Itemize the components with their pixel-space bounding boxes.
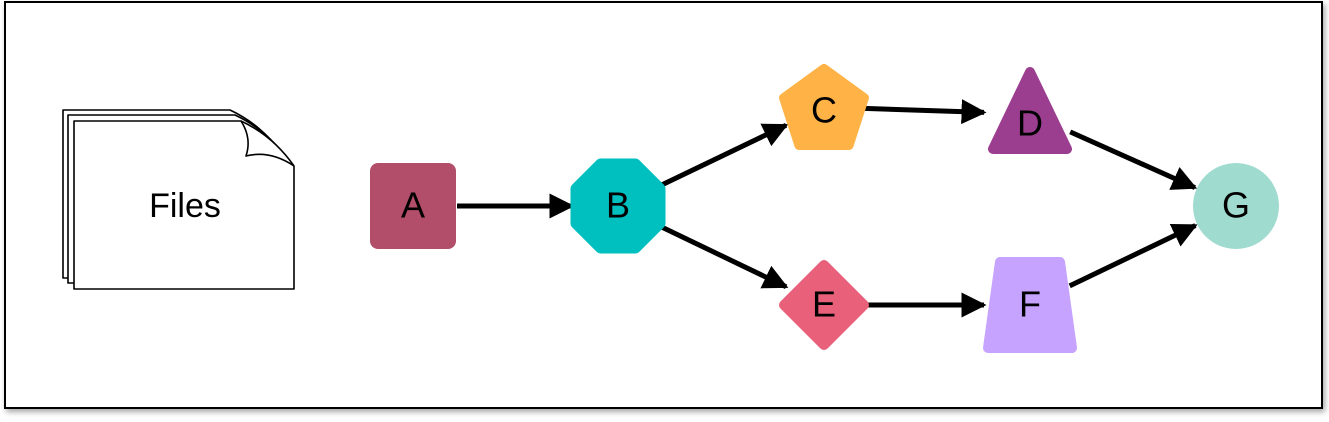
node-f-trapezoid-shape [983, 257, 1077, 353]
node-e-label: E [812, 284, 836, 325]
node-c[interactable]: C [779, 64, 869, 150]
edge-f-to-g [1068, 223, 1198, 289]
edges-layer [457, 99, 1198, 318]
node-d-label: D [1017, 103, 1043, 144]
node-g[interactable]: G [1193, 163, 1279, 249]
node-b-octagon-shape [570, 158, 666, 254]
node-f-label: F [1019, 284, 1041, 325]
node-b[interactable]: B [570, 158, 666, 254]
nodes-layer: A B C D E F G [370, 64, 1279, 353]
node-d-triangle-shape [988, 67, 1072, 154]
node-a-label: A [401, 185, 425, 226]
node-f[interactable]: F [983, 257, 1077, 353]
files-icon: Files [62, 109, 295, 290]
node-e[interactable]: E [779, 260, 869, 350]
node-c-label: C [811, 90, 837, 131]
node-b-label: B [606, 185, 630, 226]
file-sheet-front [73, 120, 295, 290]
node-a[interactable]: A [370, 163, 456, 249]
file-page-fold [240, 120, 295, 167]
edge-b-to-c [656, 122, 789, 190]
node-g-circle-shape [1193, 163, 1279, 249]
node-d[interactable]: D [988, 67, 1072, 154]
edge-b-to-e [656, 222, 789, 290]
edge-c-to-d [863, 99, 987, 125]
edge-d-to-g [1069, 129, 1198, 190]
node-c-pentagon-shape [779, 64, 869, 150]
node-a-rounded-square-shape [370, 163, 456, 249]
node-e-diamond-shape [779, 260, 869, 350]
files-label: Files [149, 187, 221, 225]
node-g-label: G [1222, 185, 1250, 226]
